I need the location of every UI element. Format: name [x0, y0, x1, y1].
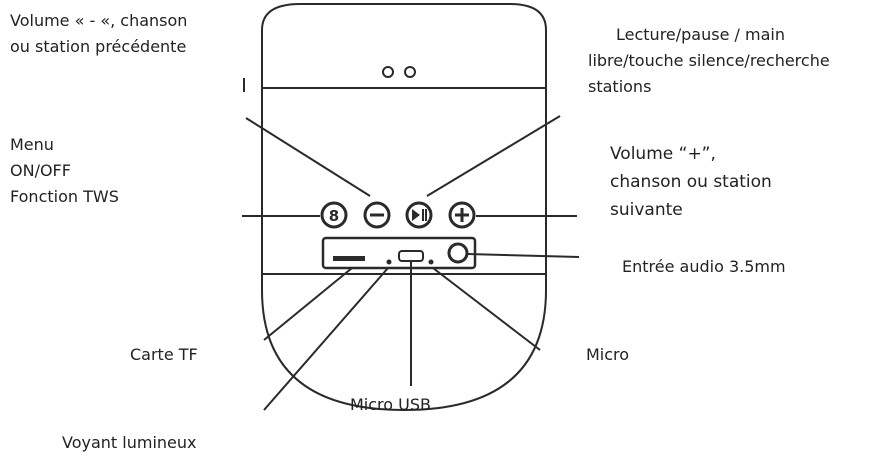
- leader-lines: [242, 115, 580, 411]
- label-tf-card: Carte TF: [130, 345, 198, 364]
- label-menu: Menu ON/OFF Fonction TWS: [10, 132, 119, 210]
- microphone-hole: [428, 259, 434, 265]
- label-play-pause-line1: Lecture/pause / main: [616, 25, 785, 44]
- label-volume-plus: Volume “+”, chanson ou station suivante: [610, 140, 772, 224]
- play-pause-button[interactable]: [405, 201, 433, 229]
- port-panel: [321, 236, 477, 270]
- label-volume-plus-line3: suivante: [610, 200, 683, 220]
- label-volume-plus-line1: Volume “+”,: [610, 144, 716, 164]
- m-power-icon: 8: [329, 207, 339, 225]
- indicator-led: [386, 259, 392, 265]
- label-micro: Micro: [586, 345, 630, 364]
- label-volume-minus-line1: Volume « - «, chanson: [10, 11, 188, 30]
- speaker-body: [261, 3, 547, 412]
- minus-button[interactable]: [363, 201, 391, 229]
- label-menu-line1: Menu: [10, 135, 54, 154]
- play-pause-icon: [412, 209, 427, 221]
- label-play-pause-line2: libre/touche silence/recherche: [588, 51, 830, 70]
- label-volume-minus: Volume « - «, chanson ou station précéde…: [10, 8, 187, 60]
- top-vents: [382, 66, 416, 78]
- label-play-pause: Lecture/pause / main libre/touche silenc…: [588, 22, 830, 100]
- label-menu-line3: Fonction TWS: [10, 187, 119, 206]
- label-volume-minus-line2: ou station précédente: [10, 37, 187, 56]
- audio-jack: [447, 242, 469, 264]
- label-audio-in: Entrée audio 3.5mm: [622, 257, 786, 276]
- tf-card-slot: [333, 256, 365, 261]
- label-volume-plus-line2: chanson ou station: [610, 172, 772, 192]
- label-micro-usb: Micro USB: [350, 395, 431, 414]
- menu-button[interactable]: 8: [320, 201, 348, 229]
- label-menu-line2: ON/OFF: [10, 161, 71, 180]
- micro-usb-port: [398, 250, 424, 262]
- plus-icon: [455, 208, 469, 222]
- plus-button[interactable]: [448, 201, 476, 229]
- label-play-pause-line3: stations: [588, 77, 652, 96]
- label-indicator: Voyant lumineux: [62, 433, 197, 452]
